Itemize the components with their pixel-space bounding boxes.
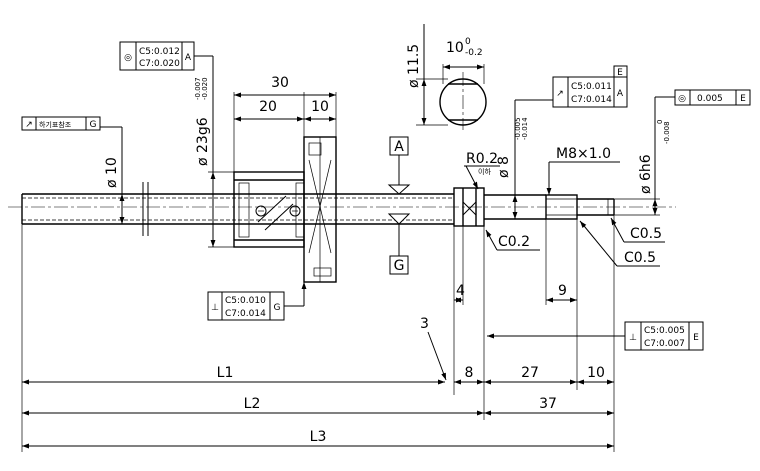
dim-len8: 8 [465,365,474,381]
conc-datum: A [185,53,192,63]
frame-concentricity-a: ◎ C5:0.012 C7:0.020 A [119,41,214,90]
conc-e-value: 0.005 [697,94,723,104]
frame-runout-g: ↗ 하기표참조 G [21,116,101,131]
datum-a-marker: A [387,136,411,195]
dim-thread: M8×1.0 [556,146,611,162]
runout-g-note: 하기표참조 [39,120,72,129]
dim-len10b: 10 [587,365,605,381]
conc-line2: C7:0.020 [139,59,180,69]
dim-d10: ø 10 [104,157,120,188]
dim-r02-note: 이하 [478,167,491,176]
dim-l2: L2 [244,396,261,412]
dim-len37: 37 [539,396,557,412]
frame-perpendicularity-g: ⊥ C5:0.010 C7:0.014 G [207,282,307,321]
dim-d6: ø 6h6 [638,154,654,194]
conc-line1: C5:0.012 [139,47,180,57]
datum-a-label: A [394,139,404,155]
nut-dimensions: 30 20 10 ø 23g6 -0.007 -0.020 [194,75,337,248]
perp-g-line1: C5:0.010 [225,296,266,306]
runout-ea-line2: C7:0.014 [571,95,612,105]
perp-g-line2: C7:0.014 [225,309,266,319]
conc-symbol: ◎ [124,53,132,63]
dim-d8-tol-lower: -0.014 [521,117,529,140]
perp-e-line1: C5:0.005 [644,326,685,336]
length-dimensions: L1 8 27 10 L2 37 L3 [21,215,615,452]
dim-c02: C0.2 [498,234,530,250]
dim-d8: ø 8 [496,156,512,178]
end-dimensions: ø 8 -0.005 -0.014 M8×1.0 ø 6h6 0 -0.008 … [420,97,671,395]
dim-d8-tol-upper: -0.005 [514,117,522,140]
dim-len27: 27 [521,365,539,381]
dim-w10-tol-lower: -0.2 [465,48,483,58]
runout-ea-line1: C5:0.011 [571,82,612,92]
perp-e-datum: E [693,333,699,343]
datum-g-marker: G [387,213,411,275]
frame-perpendicularity-e: ⊥ C5:0.005 C7:0.007 E [487,321,704,351]
dim-len4: 4 [456,283,465,299]
perp-g-datum: G [274,303,281,313]
dim-len3: 3 [420,316,429,332]
shaft [8,182,676,236]
dim-d6-tol-upper: 0 [656,120,664,124]
dim-w10-tol-upper: 0 [465,37,471,47]
dim-r02: R0.2 [466,151,498,167]
ball-nut [233,136,337,283]
dim-len20: 20 [259,99,277,115]
dim-l1: L1 [217,365,234,381]
dim-d115: ø 11.5 [406,44,422,88]
dim-len30: 30 [271,75,289,91]
runout-g-datum: G [90,120,97,130]
dim-d23-tol-upper: -0.007 [194,77,202,100]
runout-g-symbol: ↗ [25,120,33,130]
runout-ea-datum1: E [617,68,623,78]
dim-d23-tol-lower: -0.020 [201,77,209,100]
conc-e-symbol: ◎ [678,94,686,104]
runout-ea-datum2: A [617,89,624,99]
dim-w10: 10 [446,40,464,56]
perp-e-line2: C7:0.007 [644,339,685,349]
dim-c05b: C0.5 [624,250,656,266]
dim-l3: L3 [310,429,327,445]
shaft-d10-dim: ø 10 [100,126,125,224]
dim-d6-tol-lower: -0.008 [663,121,671,144]
perp-e-symbol: ⊥ [629,333,637,343]
datum-g-label: G [394,258,405,274]
frame-runout-ea: ↗ C5:0.011 C7:0.014 E A [515,65,628,108]
dim-c05a: C0.5 [630,226,662,242]
conc-e-datum: E [740,94,746,104]
dim-len9: 9 [558,283,567,299]
section-view: 10 0 -0.2 ø 11.5 [406,24,487,130]
perp-g-symbol: ⊥ [211,303,219,313]
frame-concentricity-e: ◎ 0.005 E [655,89,751,106]
dim-len10a: 10 [311,99,329,115]
dim-d23: ø 23g6 [195,117,211,166]
runout-ea-symbol: ↗ [556,89,564,99]
